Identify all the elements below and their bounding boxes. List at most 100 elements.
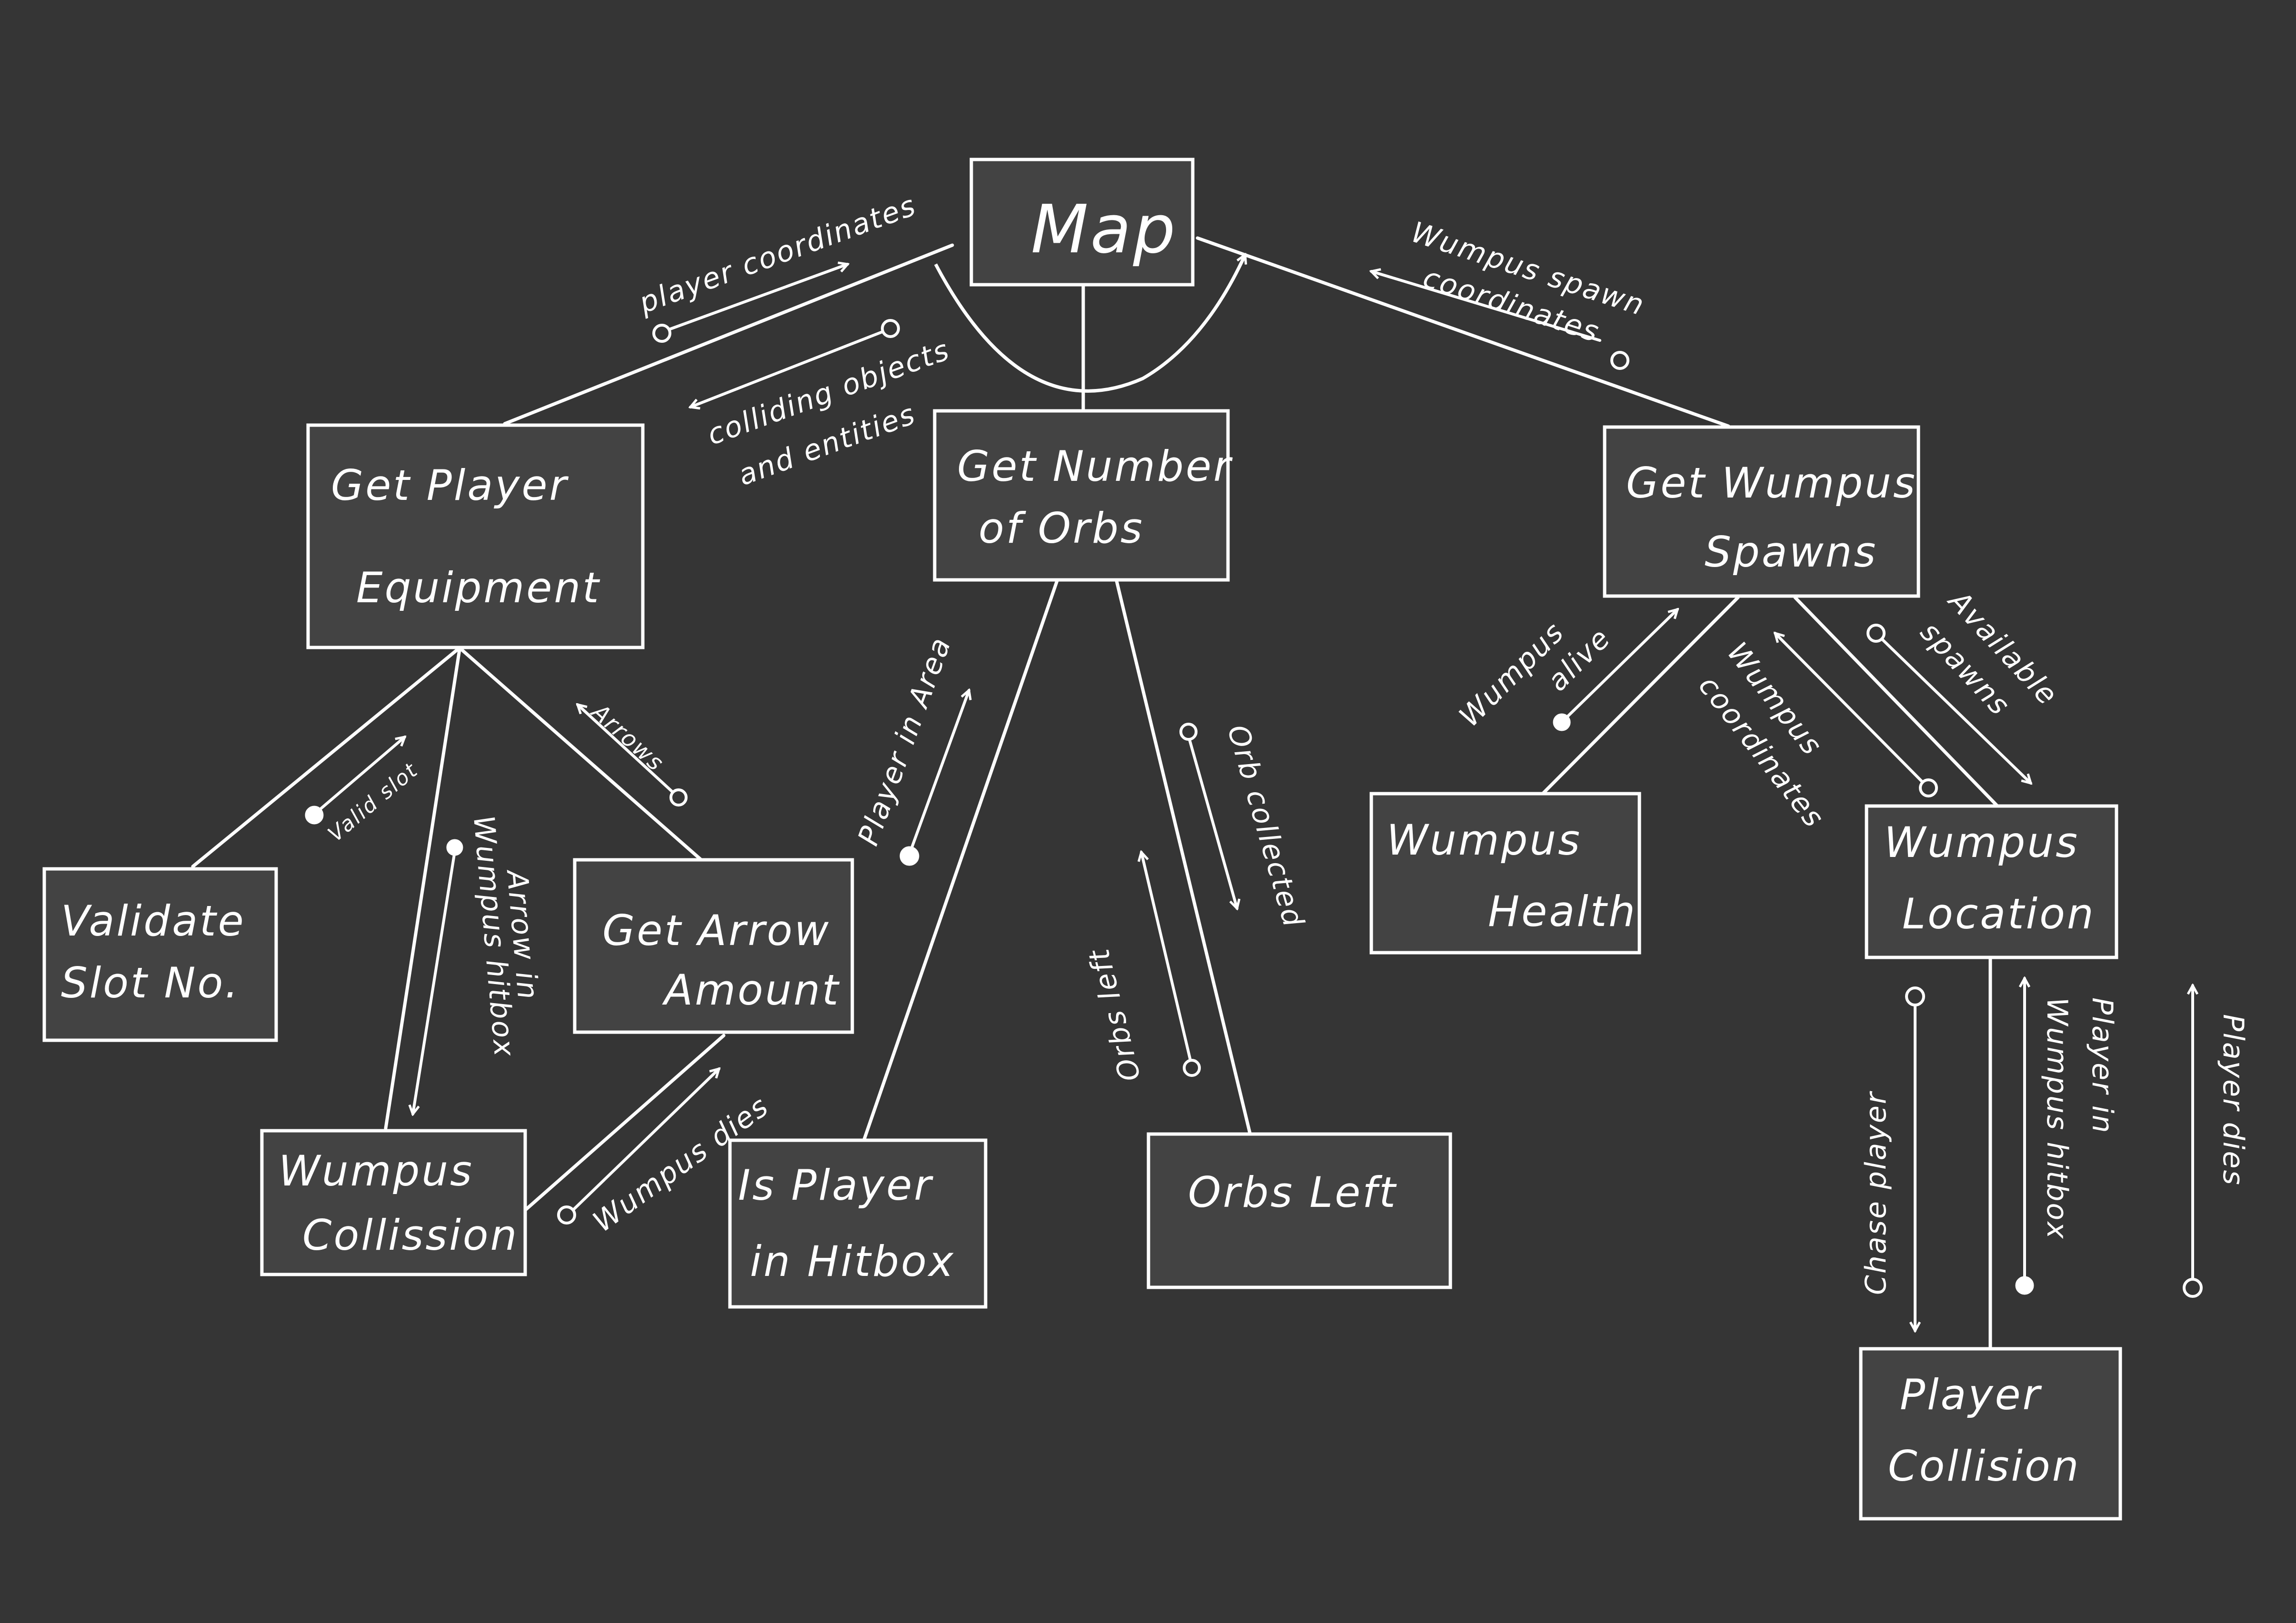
flow-arrow-in-wumpus-hitbox: Arrow in Wumpus hitbox — [413, 814, 545, 1114]
flow-orb-collected: Orb collected — [1179, 721, 1310, 932]
node-label-line-2: Spawns — [1705, 528, 1877, 577]
flow-player-in-area: Player in Area — [851, 632, 969, 866]
data-couple-icon — [2183, 1278, 2203, 1298]
edge-equipment-wumpus-collission — [384, 648, 461, 1130]
node-player-collision[interactable]: Player Collision — [1859, 1347, 2122, 1521]
node-label-line-1: Is Player — [738, 1161, 933, 1210]
node-label-line-2: Collision — [1888, 1442, 2081, 1491]
node-get-wumpus-spawns[interactable]: Get Wumpus Spawns — [1603, 425, 1920, 598]
node-map[interactable]: Map — [969, 158, 1195, 287]
flow-arrow — [572, 1069, 719, 1211]
flow-orbs-loop-arrow — [934, 255, 1245, 393]
node-label-line-2: Slot No. — [61, 958, 240, 1007]
node-wumpus-health[interactable]: Wumpus Health — [1369, 792, 1641, 955]
flow-label: Player dies — [2216, 1014, 2250, 1186]
flow-label: Arrows — [586, 697, 669, 777]
flow-chase-player: Chase player — [1859, 986, 1925, 1331]
node-label-line-1: Get Player — [331, 461, 569, 510]
flow-arrow — [910, 690, 969, 849]
node-label-line-2: Equipment — [356, 563, 601, 612]
flow-arrow — [1141, 852, 1192, 1062]
node-map-label: Map — [1031, 191, 1177, 269]
flow-wumpus-spawn-coordinates: Wumpus spawn coordinates — [1371, 216, 1649, 370]
edge-map-wumpus-spawns — [1196, 236, 1730, 428]
flow-arrow — [690, 330, 884, 407]
node-label-line-1: Wumpus — [279, 1146, 474, 1195]
edge-spawns-wumpus-location — [1793, 596, 1999, 808]
edge-spawns-wumpus-health — [1541, 596, 1740, 796]
node-label-line-1: Get Wumpus — [1626, 458, 1917, 508]
control-flag-icon — [446, 839, 463, 856]
data-couple-icon — [1610, 351, 1629, 370]
node-label-line-1: Wumpus — [1884, 818, 2079, 867]
edges — [191, 236, 1999, 1349]
flow-arrow — [1775, 633, 1924, 784]
flow-arrow — [934, 255, 1245, 393]
flow-available-spawns: Available spawns — [1867, 583, 2065, 783]
flow-arrow — [1880, 637, 2031, 783]
node-label-line-1: Player — [1900, 1370, 2042, 1419]
node-label-line-2: Collission — [302, 1211, 519, 1260]
flow-label-line-1: Player in — [2086, 997, 2119, 1134]
flow-valid-slot: Valid slot — [305, 737, 423, 847]
node-get-player-equipment[interactable]: Get Player Equipment — [306, 423, 645, 649]
node-label-line-2: in Hitbox — [750, 1237, 955, 1286]
data-couple-icon — [1867, 624, 1886, 643]
edge-equipment-arrow-amount — [460, 648, 716, 873]
flow-arrow — [578, 705, 674, 793]
flow-player-coordinates: player coordinates — [634, 189, 921, 343]
flow-arrow — [1566, 609, 1677, 718]
data-couple-icon — [669, 788, 688, 807]
flow-label: Valid slot — [323, 758, 423, 847]
node-label-line-2: Health — [1488, 887, 1637, 936]
node-label-line-1: Orbs Left — [1188, 1168, 1398, 1217]
flow-orbs-left: Orbs left — [1082, 852, 1201, 1085]
node-orbs-left[interactable]: Orbs Left — [1147, 1132, 1452, 1289]
node-label-line-2: of Orbs — [978, 504, 1144, 553]
data-couple-icon — [557, 1205, 576, 1225]
edge-equipment-validate — [191, 648, 459, 868]
edge-orbs-is-player-in-hitbox — [862, 579, 1059, 1141]
flow-label: Player in Area — [851, 632, 958, 850]
node-wumpus-collission[interactable]: Wumpus Collission — [260, 1129, 527, 1276]
control-flag-icon — [899, 846, 919, 866]
node-wumpus-location[interactable]: Wumpus Location — [1865, 804, 2118, 959]
flow-arrow — [413, 853, 456, 1114]
data-couple-icon — [1179, 723, 1198, 741]
flow-arrow — [1371, 271, 1601, 342]
flow-wumpus-alive: Wumpus alive — [1453, 609, 1677, 734]
node-get-number-of-orbs[interactable]: Get Number of Orbs — [933, 409, 1233, 582]
node-validate-slot-no[interactable]: Validate Slot No. — [42, 867, 278, 1042]
flow-label: Chase player — [1859, 1091, 1893, 1295]
flow-arrow — [319, 737, 405, 811]
flow-player-dies: Player dies — [2183, 986, 2250, 1298]
edge-arrow-amount-wumpus-collission — [524, 1034, 726, 1211]
flow-label-line-2: Wumpus hitbox — [2040, 997, 2074, 1240]
control-flag-icon — [1553, 713, 1571, 731]
flow-arrows: Arrows — [578, 697, 688, 807]
data-couple-icon — [1919, 778, 1938, 797]
flow-label: Orbs left — [1082, 945, 1148, 1085]
flow-player-in-wumpus-hitbox: Player in Wumpus hitbox — [2015, 978, 2119, 1295]
data-couple-icon — [881, 319, 900, 338]
data-couple-icon — [652, 324, 671, 343]
data-couple-icon — [1905, 986, 1925, 1006]
node-label-line-1: Get Number — [957, 442, 1233, 491]
flow-label: player coordinates — [634, 189, 921, 320]
node-label-line-2: Location — [1902, 889, 2096, 938]
flow-arrow — [1188, 738, 1237, 908]
node-get-arrow-amount[interactable]: Get Arrow Amount — [573, 858, 854, 1034]
flow-colliding-objects: colliding objects and entities — [690, 319, 955, 492]
edge-map-player-equipment — [503, 243, 954, 426]
node-label-line-1: Wumpus — [1387, 816, 1582, 865]
data-couple-icon — [1183, 1059, 1201, 1077]
node-label-line-2: Amount — [662, 966, 840, 1015]
flow-arrow — [668, 264, 848, 331]
node-label-line-1: Get Arrow — [602, 906, 830, 955]
control-flag-icon — [305, 806, 324, 825]
node-label-line-1: Validate — [61, 896, 246, 946]
flow-wumpus-coordinates: Wumpus coordinates — [1692, 633, 1938, 835]
control-flag-icon — [2015, 1276, 2034, 1295]
node-is-player-in-hitbox[interactable]: Is Player in Hitbox — [728, 1138, 988, 1309]
